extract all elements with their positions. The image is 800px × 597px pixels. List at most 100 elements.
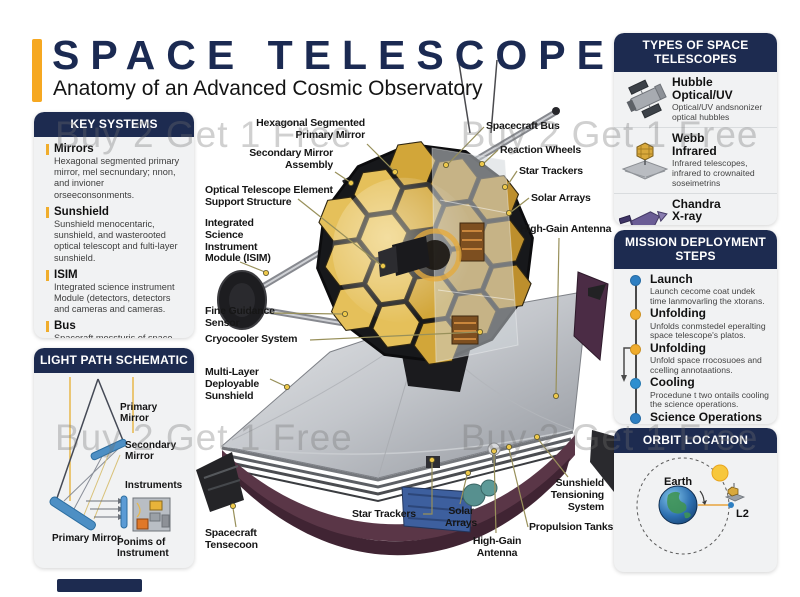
callout-dots: [229, 160, 560, 509]
key-system-desc: Sunshield menocentaric, sunshield, and w…: [54, 218, 178, 263]
light-path-primary-bottom-label: Primary Mirror: [52, 533, 121, 544]
telescope-type-item: Chandra X-ray X-ray essential detecems, …: [614, 192, 777, 225]
instruments-box-icon: [132, 497, 171, 532]
key-system-item: Mirrors Hexagonal segmented primary mirr…: [46, 143, 184, 201]
light-path-instruments-label: Instruments: [125, 480, 183, 491]
sun-icon: [711, 464, 729, 482]
mission-step-dot: [630, 309, 641, 321]
mission-step-dot: [630, 275, 641, 286]
mission-step: Cooling Procedune t two ontails cooling …: [614, 376, 769, 409]
telescope-type-name: Webb: [672, 130, 705, 145]
mission-step: Unfolding Unfold space rrocosuoes and cc…: [614, 340, 769, 375]
light-path-ponims-label: Ponims of Instrument: [117, 537, 169, 559]
callout-hexagonal-primary-mirror: Hexagonal Segmented Primary Mirror: [256, 117, 365, 141]
mission-step: Science Operations Depolding and science…: [614, 409, 769, 424]
lens-icon: [120, 495, 128, 529]
callout-cryocooler-system: Cryocooler System: [205, 333, 298, 345]
telescope-type-item: Webb Infrared Infrared telescopes, infra…: [614, 126, 777, 193]
antenna-masts-icon: [458, 59, 498, 134]
key-system-name: Mirrors: [46, 143, 184, 155]
key-system-item: ISIM Integrated science instrument Modul…: [46, 269, 184, 316]
mission-step-name: Unfolding: [650, 306, 706, 321]
light-path-secondary-label: Secondary Mirror: [125, 440, 177, 462]
callout-solar-arrays-top: Solar Arrays: [531, 192, 591, 204]
key-system-name: Bus: [46, 320, 184, 333]
mission-step-dot: [630, 343, 641, 355]
telescope-type-name: Chandra: [672, 196, 721, 211]
light-path-header: LIGHT PATH SCHEMATIC: [34, 348, 194, 373]
telescope-type-band: X-ray: [672, 209, 703, 224]
mission-step-dot: [630, 412, 641, 424]
callout-spacecraft-tensecoon: Spacecraft Tensecoon: [205, 527, 258, 551]
telescope-type-desc: Infrared telescopes, infrared to crownai…: [672, 158, 755, 188]
sunshield-flaps-shape: [196, 284, 628, 512]
spacecraft-bus-box-icon: [401, 486, 473, 533]
light-path-panel: LIGHT PATH SCHEMATIC: [34, 348, 194, 568]
title-accent-bar: [32, 39, 42, 102]
mission-step: Unfolding Unfolds conmstedel eperalting …: [614, 307, 769, 340]
l2-label: L2: [736, 508, 749, 520]
key-system-name: ISIM: [46, 269, 184, 281]
telescope-type-band: Infrared: [672, 143, 717, 158]
key-system-desc: Integrated science instrument Module (de…: [54, 281, 175, 315]
mirror-cutaway-shape: [431, 147, 519, 363]
mission-step-name: Unfolding: [650, 340, 706, 355]
key-systems-header: KEY SYSTEMS: [34, 112, 194, 137]
light-path-diagram: [49, 377, 171, 532]
callout-multilayer-sunshield: Multi-Layer Deployable Sunshield: [205, 366, 260, 402]
propulsion-tanks-icon: [462, 479, 498, 507]
primary-mirror-schematic-icon: [49, 496, 96, 531]
mission-step-desc: Unfold space rrocosuoes and ccelling ann…: [650, 355, 762, 375]
l2-point-icon: [728, 502, 734, 508]
telescope-type-band: Optical/UV: [672, 87, 733, 102]
callout-high-gain-antenna-top: High-Gain Antenna: [520, 223, 612, 235]
light-path-primary-top-label: Primary Mirror: [120, 402, 158, 424]
mission-step-desc: Procedune t two ontails cooling the scie…: [650, 389, 769, 410]
callout-spacecraft-bus: Spacecraft Bus: [486, 120, 560, 132]
callout-star-trackers-bottom: Star Trackers: [352, 508, 416, 520]
secondary-mirror-icon: [90, 438, 128, 461]
callout-propulsion-tanks: Propulsion Tanks: [529, 521, 614, 533]
callout-secondary-mirror-assembly: Secondary Mirror Assembly: [249, 147, 333, 171]
orbit-diagram: Earth L2: [636, 457, 749, 555]
mission-step-dot: [630, 378, 641, 390]
isim-housing-icon: [217, 270, 267, 330]
mission-step-name: Science Operations: [650, 409, 763, 424]
callout-solar-arrays-bottom: Solar Arrays: [444, 505, 478, 529]
mission-step-desc: Unfolds conmstedel eperalting space tele…: [650, 320, 766, 341]
mission-steps-panel: MISSION DEPLOYMENT STEPS Launch Launch c…: [614, 230, 777, 424]
key-system-desc: Hexagonal segmented primary mirror, mel …: [54, 156, 180, 200]
chandra-satellite-icon: [618, 199, 672, 225]
callout-high-gain-antenna-bottom: High-Gain Antenna: [472, 535, 522, 559]
mission-step-desc: Launch cecome coat undek time lanmovarli…: [650, 286, 765, 306]
telescope-type-name: Hubble: [672, 75, 713, 89]
telescope-type-desc: Optical/UV andsnonizer optical hubbles: [672, 102, 763, 123]
orbit-arrow-icon: [699, 490, 705, 502]
callout-fine-guidance-sensor: Fine Guidance Sensor: [205, 305, 275, 329]
telescope-types-header: TYPES OF SPACE TELESCOPES: [614, 33, 777, 72]
webb-satellite-icon: [618, 138, 672, 182]
telescope-type-item: Hubble Optical/UV Optical/UV andsnonizer…: [614, 72, 777, 127]
key-system-desc: Spaceraft mossturis of space crafts bus'…: [46, 333, 184, 338]
mission-steps-header: MISSION DEPLOYMENT STEPS: [614, 230, 777, 269]
key-system-name: Sunshield: [46, 206, 184, 218]
page-subtitle: Anatomy of an Advanced Cosmic Observator…: [53, 77, 483, 100]
webb-orbit-icon: [724, 483, 746, 502]
key-system-item: Sunshield Sunshield menocentaric, sunshi…: [46, 206, 184, 264]
callout-star-trackers-top: Star Trackers: [519, 165, 583, 177]
footer-bar: [57, 579, 142, 592]
callout-lines: [232, 126, 569, 534]
key-system-item: Bus Spaceraft mossturis of space crafts …: [46, 320, 184, 338]
page-title: SPACE TELESCOPE: [52, 32, 615, 78]
callout-isim: Integrated Science Instrument Module (IS…: [205, 217, 271, 265]
callout-sunshield-tensioning-system: Sunshield Tensioning System: [550, 477, 604, 513]
key-systems-panel: KEY SYSTEMS Mirrors Hexagonal segmented …: [34, 112, 194, 338]
orbit-location-header: ORBIT LOCATION: [614, 428, 777, 453]
secondary-mirror-fixture-icon: [378, 228, 462, 282]
mission-step-name: Launch: [650, 272, 693, 286]
callout-ote-support-structure: Optical Telescope Element Support Struct…: [205, 184, 333, 208]
callout-reaction-wheels: Reaction Wheels: [500, 144, 582, 156]
hubble-satellite-icon: [618, 77, 672, 121]
